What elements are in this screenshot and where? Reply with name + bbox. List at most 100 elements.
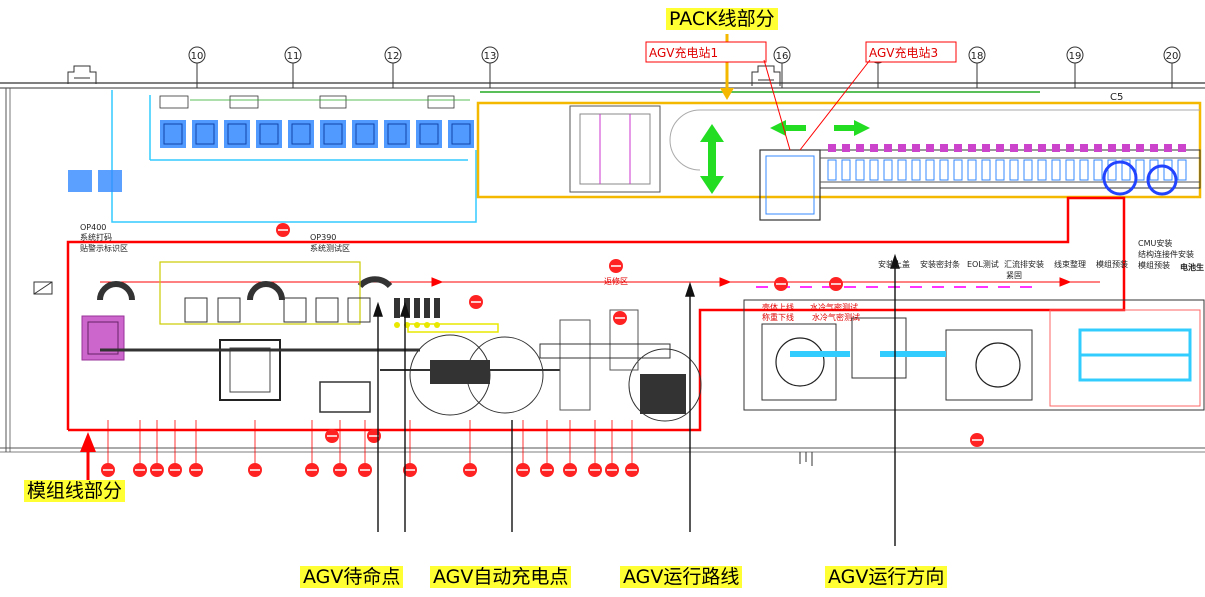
operator-drop-lines [107,420,633,463]
pack-station [1150,144,1158,152]
operator-markers-top [276,223,984,447]
cmu-line-1: CMU安装 [1138,238,1172,248]
pack-station [940,144,948,152]
direction-arrows [700,120,870,194]
column-label: 20 [1166,51,1179,62]
pack-fixture [1093,159,1103,181]
agv-standby-callout: AGV待命点 [300,566,404,588]
pack-station [1052,144,1060,152]
pack-fixture [883,159,893,181]
rack-inner [163,123,183,145]
module-racks [160,120,474,148]
rack-inner [387,123,407,145]
pack-fixture [1135,159,1145,181]
pack-fixture [855,159,865,181]
cmu-line-3: 模组预装 [1138,260,1170,270]
pack-station [1122,144,1130,152]
test-station [347,297,371,323]
test-station [283,297,307,323]
pack-station [828,144,836,152]
op400-name: 系统打码 [80,232,112,242]
pack-line-callout: PACK线部分 [666,8,778,30]
racks-left [68,170,122,192]
pack-station [968,144,976,152]
pack-station [996,144,1004,152]
charge-point [424,298,430,318]
repair-area-label: 返修区 [604,276,628,286]
c5-label: C5 [1110,92,1123,103]
module-line-callout: 模组线部分 [24,480,126,502]
column-label: 16 [776,51,789,62]
agv-route-boundary [66,196,1126,432]
low-mid-b: 水冷气密测试 [812,312,860,322]
charge-point [394,298,400,318]
charge-station-callouts [645,41,957,151]
op400-sub: 贴警示标识区 [80,243,128,253]
pack-station [1038,144,1046,152]
pack-fixture [1023,159,1033,181]
callout-leader-lines [373,253,900,546]
rack-inner [419,123,439,145]
op390-name: 系统测试区 [310,243,350,253]
rack-inner [323,123,343,145]
pack-line-equipment [569,105,1201,221]
rack-inner [451,123,471,145]
pack-step-4: 线束整理 [1054,259,1086,269]
operator-markers [101,463,639,477]
test-station [217,297,241,323]
pack-station [1010,144,1018,152]
rack-inner [227,123,247,145]
pack-station [1136,144,1144,152]
pack-fixture [939,159,949,181]
pack-step-3: 汇流排安装 [1004,259,1044,269]
test-station [184,297,208,323]
column-label: 12 [387,51,400,62]
charge-indicator [394,322,400,328]
pack-fixture [1037,159,1047,181]
pack-fixture [1009,159,1019,181]
module-area-boundary [111,90,477,223]
op390-code: OP390 [310,233,336,242]
pack-station [1024,144,1032,152]
pack-station [856,144,864,152]
pack-station [954,144,962,152]
pack-stations [827,144,1187,181]
column-label: 11 [287,51,300,62]
charge-indicator [414,322,420,328]
building-wall-top [0,82,1205,453]
pack-robot-blue [1102,160,1178,196]
pack-fixture [897,159,907,181]
column-label: 13 [484,51,497,62]
pack-station [926,144,934,152]
charge-indicator [424,322,430,328]
charge-point [434,298,440,318]
rack-inner [291,123,311,145]
pack-step-sub: 紧固 [1006,271,1022,280]
column-label: 19 [1069,51,1082,62]
pack-station [1066,144,1074,152]
op400-code: OP400 [80,223,106,232]
pack-fixture [1051,159,1061,181]
pack-fixture [925,159,935,181]
pack-fixture [1065,159,1075,181]
low-left-b: 称重下线 [762,312,794,322]
module-callout-arrow [80,432,96,480]
cmu-line-2: 结构连接件安装 [1138,249,1194,259]
pack-station [912,144,920,152]
module-line-equipment [81,261,702,422]
pack-station [1178,144,1186,152]
pack-fixture [1177,159,1187,181]
low-mid-a: 水冷气密测试 [810,302,858,312]
pack-station [884,144,892,152]
door-symbols [67,65,813,466]
module-test-stations [184,297,371,323]
pack-fixture [967,159,977,181]
pack-station [982,144,990,152]
agv-route-callout: AGV运行路线 [620,566,743,588]
pack-station [870,144,878,152]
pack-fixture [981,159,991,181]
pack-station [898,144,906,152]
pack-station [1164,144,1172,152]
pack-fixture [1079,159,1089,181]
